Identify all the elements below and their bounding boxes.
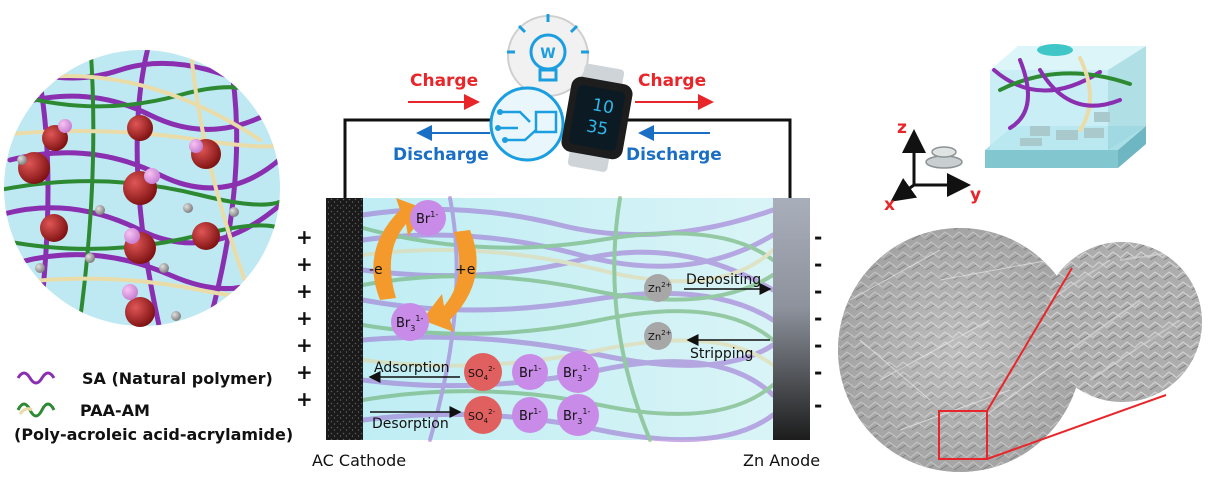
svg-text:SO42-: SO42- xyxy=(468,365,496,382)
circuit-chip-icon xyxy=(489,86,565,162)
svg-text:+: + xyxy=(296,252,313,276)
charge-label-right: Charge xyxy=(638,71,706,91)
svg-text:-: - xyxy=(814,279,822,303)
zn-bottom-text: Zn xyxy=(648,332,661,343)
zoom-line-bottom xyxy=(986,394,1167,460)
plus-signs: + + + + + + + xyxy=(296,225,313,411)
svg-text:-: - xyxy=(814,225,822,249)
xyz-axes xyxy=(890,129,971,202)
sem-micrograph xyxy=(838,228,1082,472)
sem-zoom-inset xyxy=(1042,242,1202,402)
br3-ion-left xyxy=(391,303,429,341)
svg-text:-: - xyxy=(814,333,822,357)
zn-top-text: Zn xyxy=(648,284,661,295)
so4-ion-2 xyxy=(464,396,502,434)
zoom-line-top xyxy=(986,267,1073,412)
zn-anode xyxy=(773,198,810,440)
anode-label: Zn Anode xyxy=(743,451,820,470)
br-ion-top xyxy=(410,200,446,236)
svg-text:-: - xyxy=(814,360,822,384)
br3-ion-row2 xyxy=(557,394,599,436)
zinc-deposition-3d-model xyxy=(925,44,1146,169)
depositing-label: Depositing xyxy=(686,272,761,288)
discharge-label-left: Discharge xyxy=(393,145,489,165)
br3-row1-text: Br xyxy=(563,366,578,381)
svg-text:Br31-: Br31- xyxy=(396,314,423,333)
sa-polymer-icon xyxy=(16,371,56,385)
so4-1-text: SO xyxy=(468,367,484,380)
discharge-label-right: Discharge xyxy=(626,145,722,165)
svg-text:Br31-: Br31- xyxy=(563,407,590,426)
hydrogel-network-illustration xyxy=(4,50,280,327)
watch-hour: 10 xyxy=(591,95,616,118)
minus-e-label: -e xyxy=(369,262,383,278)
smartwatch-icon xyxy=(561,63,633,172)
y-axis-label: y xyxy=(970,185,981,205)
stripping-label: Stripping xyxy=(690,346,753,362)
br-row2-text: Br xyxy=(519,409,534,424)
ac-cathode xyxy=(326,198,363,440)
zn-ion-bottom xyxy=(644,322,672,350)
watch-minute: 35 xyxy=(585,116,610,139)
svg-text:Br1-: Br1- xyxy=(416,210,438,227)
svg-text:+: + xyxy=(296,279,313,303)
svg-text:+: + xyxy=(296,387,313,411)
plus-e-label: +e xyxy=(455,262,475,278)
svg-text:+: + xyxy=(296,225,313,249)
zoom-region-box xyxy=(938,410,988,460)
zn-ion-top xyxy=(644,274,672,302)
bulb-letter: W xyxy=(540,46,555,62)
so4-2-text: SO xyxy=(468,410,484,423)
svg-text:-: - xyxy=(814,393,822,417)
paa-am-label: PAA-AM xyxy=(80,401,150,420)
desorption-label: Desorption xyxy=(372,416,449,432)
paa-am-fullname: (Poly-acroleic acid-acrylamide) xyxy=(14,425,293,444)
svg-text:Br1-: Br1- xyxy=(519,407,541,424)
adsorption-label: Adsorption xyxy=(374,360,450,376)
svg-text:Zn2+: Zn2+ xyxy=(648,281,672,295)
br3-left-text: Br xyxy=(396,316,411,331)
br3-ion-row1 xyxy=(557,351,599,393)
svg-text:-: - xyxy=(814,306,822,330)
br-ion-row2 xyxy=(512,397,548,433)
svg-text:Br1-: Br1- xyxy=(519,364,541,381)
so4-ion-1 xyxy=(464,353,502,391)
br-ion-row1 xyxy=(512,354,548,390)
br-row1-text: Br xyxy=(519,366,534,381)
svg-text:+: + xyxy=(296,360,313,384)
svg-text:SO42-: SO42- xyxy=(468,408,496,425)
br3-row2-text: Br xyxy=(563,409,578,424)
svg-text:Br31-: Br31- xyxy=(563,364,590,383)
external-circuit xyxy=(343,118,792,198)
svg-text:+: + xyxy=(296,306,313,330)
x-axis-label: x xyxy=(884,195,895,215)
svg-text:Zn2+: Zn2+ xyxy=(648,329,672,343)
svg-text:+: + xyxy=(296,333,313,357)
charge-label-left: Charge xyxy=(410,71,478,91)
paa-am-polymer-icon xyxy=(16,402,56,418)
minus-signs: - - - - - - - xyxy=(814,225,822,417)
svg-text:-: - xyxy=(814,252,822,276)
z-axis-label: z xyxy=(897,118,907,138)
cathode-label: AC Cathode xyxy=(312,451,406,470)
br-top-text: Br xyxy=(416,212,431,227)
sa-label: SA (Natural polymer) xyxy=(82,369,273,388)
light-bulb-icon xyxy=(507,14,589,97)
